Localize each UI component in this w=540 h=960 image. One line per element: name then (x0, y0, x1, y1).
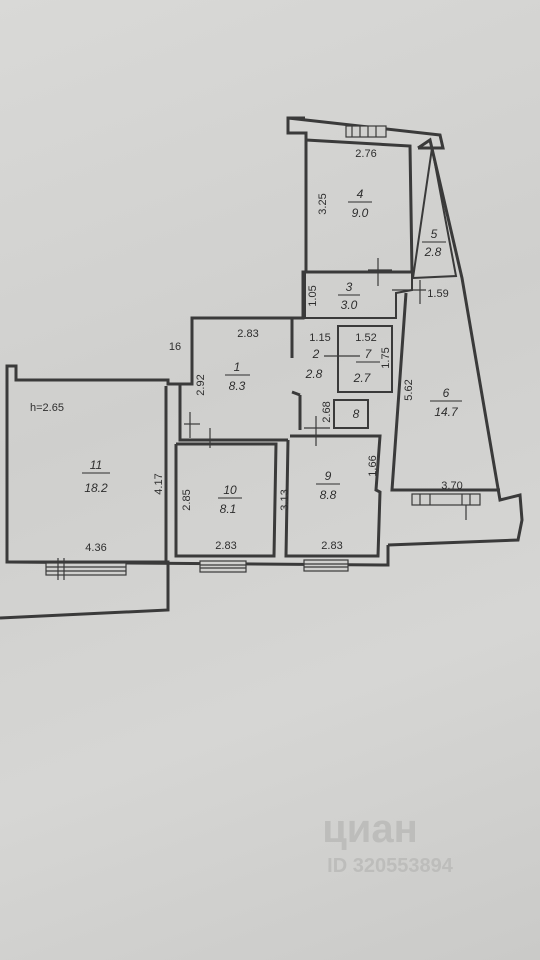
dim-room10-width: 2.83 (215, 540, 236, 552)
dim-room3-height: 1.05 (307, 285, 319, 306)
dim-room4-height: 3.25 (317, 193, 329, 214)
dim-room6-width: 3.70 (441, 480, 462, 492)
window-room-4 (345, 125, 387, 138)
ceiling-height: h=2.65 (30, 402, 64, 414)
room-number: 2 (312, 347, 320, 361)
room-number: 1 (234, 360, 241, 374)
dim-room1-height: 2.92 (195, 374, 207, 395)
dimension-labels: 2.76 3.25 1.05 1.59 1.15 1.52 1.75 2.83 … (85, 148, 462, 554)
window-room-11 (45, 558, 127, 580)
dim-1-59: 1.59 (427, 288, 448, 300)
room-11-label: 11 18.2 (82, 458, 110, 495)
room-1-label: 1 8.3 (225, 360, 250, 393)
room-3-label: 3 3.0 (338, 280, 360, 312)
room-6-label: 6 14.7 (430, 386, 462, 419)
dim-room4-width: 2.76 (355, 148, 376, 160)
room-number: 3 (346, 280, 353, 294)
watermark-id: ID 320553894 (327, 855, 454, 877)
room-number: 11 (90, 458, 102, 472)
room-8-label: 8 (353, 407, 360, 421)
dim-room9-height: 3.13 (279, 489, 291, 510)
dim-1-66: 1.66 (367, 455, 379, 476)
room-10-label: 10 8.1 (218, 483, 242, 516)
room-labels: 1 8.3 2 2.8 3 3.0 4 9.0 5 2.8 6 14.7 (82, 187, 462, 516)
window-room-10 (199, 560, 247, 573)
room-7-label: 7 2.7 (353, 347, 380, 385)
room-4-label: 4 9.0 (348, 187, 372, 220)
room-area: 9.0 (352, 206, 369, 220)
room-area: 2.8 (305, 367, 323, 381)
room-area: 8.1 (220, 502, 237, 516)
room-number: 9 (325, 469, 332, 483)
dim-room6-height: 5.62 (403, 379, 415, 400)
dim-room9-width: 2.83 (321, 540, 342, 552)
watermark-logo: циан (322, 807, 418, 851)
watermark: циан ID 320553894 (322, 807, 454, 877)
dim-room10-height: 2.85 (181, 489, 193, 510)
dim-room1-width: 2.83 (237, 328, 258, 340)
inner-walls (164, 138, 500, 562)
room-number: 4 (357, 187, 364, 201)
room-area: 8.3 (229, 379, 246, 393)
room-area: 2.8 (424, 245, 442, 259)
room-5-label: 5 2.8 (422, 227, 446, 259)
room-number: 10 (223, 483, 237, 497)
room-2-label: 2 2.8 (305, 347, 323, 381)
window-room-6 (411, 493, 481, 520)
window-room-9 (303, 559, 349, 572)
room-area: 8.8 (320, 488, 337, 502)
windows (45, 125, 481, 580)
dim-16: 16 (169, 341, 181, 353)
room-number: 8 (353, 407, 360, 421)
room-area: 14.7 (434, 405, 459, 419)
room-number: 7 (365, 347, 373, 361)
outer-walls (0, 116, 524, 620)
room-9-label: 9 8.8 (316, 469, 340, 502)
dim-room7-height: 1.75 (380, 347, 392, 368)
door-marks (184, 258, 426, 448)
dim-room11-width: 4.36 (85, 542, 106, 554)
room-number: 6 (443, 386, 450, 400)
room-area: 3.0 (341, 298, 358, 312)
dim-1-15: 1.15 (309, 332, 330, 344)
dim-2-68: 2.68 (321, 401, 333, 422)
room-area: 2.7 (353, 371, 372, 385)
dim-room11-height: 4.17 (153, 473, 165, 494)
dim-room7-width: 1.52 (355, 332, 376, 344)
room-number: 5 (431, 227, 438, 241)
room-area: 18.2 (84, 481, 108, 495)
